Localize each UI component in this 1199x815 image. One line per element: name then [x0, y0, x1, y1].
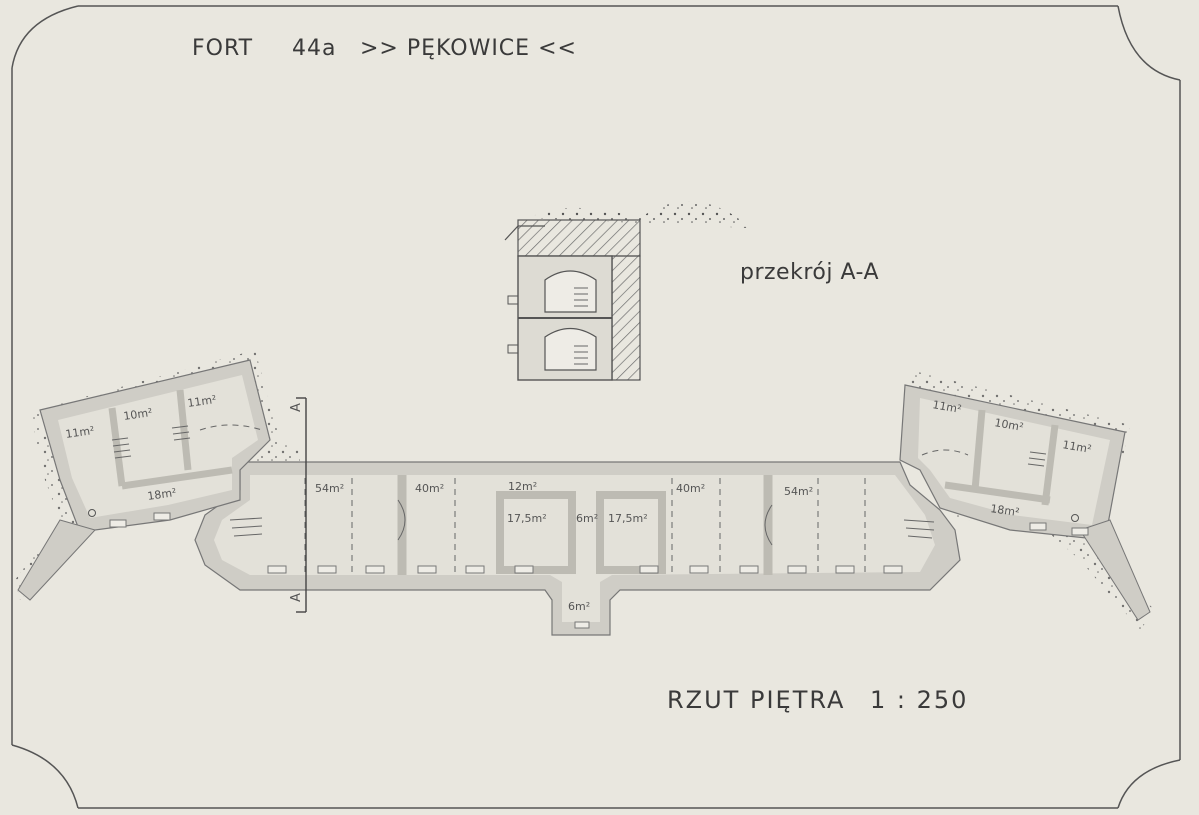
room-label: 18m² [147, 486, 178, 503]
room-label: 11m² [187, 393, 218, 410]
section-earth-wall [611, 255, 641, 381]
room-label: 54m² [315, 482, 344, 495]
cell-left [496, 491, 576, 574]
room-label: 12m² [508, 480, 537, 493]
room-label: 17,5m² [507, 512, 547, 525]
room-label: 11m² [1061, 438, 1092, 456]
scale-label: 1 : 250 [870, 686, 969, 714]
cell-right [596, 491, 666, 574]
room-label: 11m² [931, 398, 962, 416]
room-label: 40m² [676, 482, 705, 495]
section-marker-top: A [289, 403, 304, 412]
left-wing-interior [58, 375, 258, 518]
cross-section-drawing [504, 201, 750, 381]
room-label: 54m² [784, 485, 813, 498]
room-label: 6m² [576, 512, 598, 525]
plan-label: RZUT PIĘTRA [667, 686, 846, 714]
section-label: przekrój A-A [740, 260, 880, 285]
section-line-a-a [296, 397, 307, 613]
section-upper-room [544, 270, 597, 313]
room-label: 18m² [990, 502, 1021, 519]
title-name: >> PĘKOWICE << [360, 36, 577, 61]
title-number: 44a [292, 36, 337, 61]
right-wing-interior [918, 398, 1110, 525]
room-label: 6m² [568, 600, 590, 613]
sheet-frame [11, 5, 1181, 809]
room-label: 10m² [993, 416, 1024, 434]
title-fort: FORT [192, 36, 254, 61]
section-lower-room [544, 327, 597, 371]
room-label: 11m² [65, 424, 96, 441]
room-label: 17,5m² [608, 512, 648, 525]
section-roof [517, 219, 641, 257]
floor-plan: A A 11m² 10m² 11m² 18m² 54m² 40m² 12m² 1… [15, 350, 1155, 636]
room-label: 40m² [415, 482, 444, 495]
room-label: 10m² [123, 406, 154, 423]
section-marker-bottom: A [289, 593, 304, 602]
